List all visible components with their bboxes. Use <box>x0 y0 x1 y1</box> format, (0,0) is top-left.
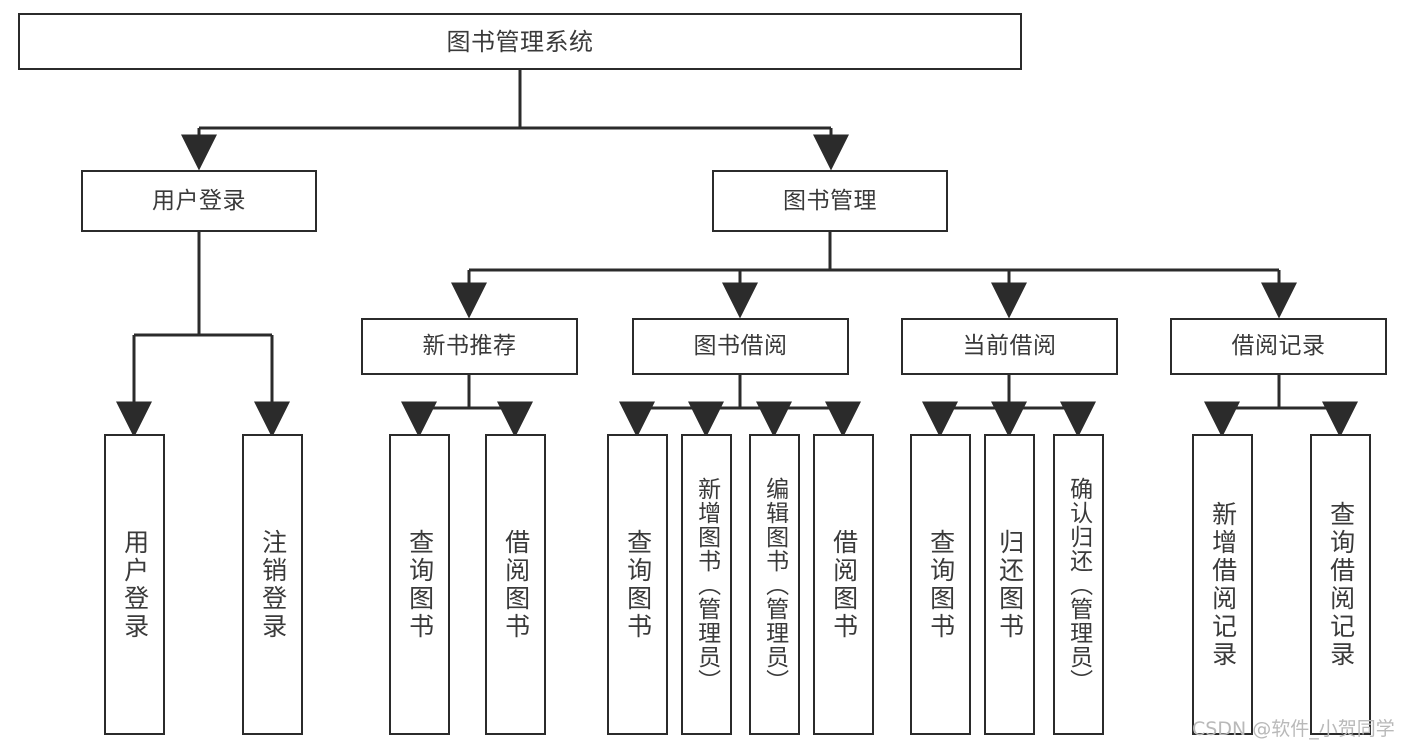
node-new-book-rec-label: 新书推荐 <box>422 333 517 359</box>
node-leaf-query-record-label: 查询借阅记录 <box>1326 500 1356 669</box>
node-book-manage-label: 图书管理 <box>783 187 877 214</box>
node-leaf-query-book-2-label: 查询图书 <box>623 528 653 641</box>
node-current-borrow[interactable]: 当前借阅 <box>901 318 1118 375</box>
node-user-login[interactable]: 用户登录 <box>81 170 317 232</box>
node-leaf-query-book-1-label: 查询图书 <box>405 528 435 641</box>
node-leaf-add-record-label: 新增借阅记录 <box>1208 500 1238 669</box>
node-leaf-edit-book-label: 编辑图书（管理员） <box>761 476 788 693</box>
node-leaf-query-book-3-label: 查询图书 <box>926 528 956 641</box>
node-leaf-return-book-label: 归还图书 <box>995 528 1025 641</box>
node-leaf-borrow-book-1-label: 借阅图书 <box>501 528 531 641</box>
node-leaf-return-book[interactable]: 归还图书 <box>984 434 1035 735</box>
node-leaf-edit-book[interactable]: 编辑图书（管理员） <box>749 434 800 735</box>
node-new-book-rec[interactable]: 新书推荐 <box>361 318 578 375</box>
node-leaf-borrow-book-1[interactable]: 借阅图书 <box>485 434 546 735</box>
node-leaf-borrow-book-2[interactable]: 借阅图书 <box>813 434 874 735</box>
node-root[interactable]: 图书管理系统 <box>18 13 1022 70</box>
node-user-login-label: 用户登录 <box>152 187 246 214</box>
node-leaf-query-book-1[interactable]: 查询图书 <box>389 434 450 735</box>
node-leaf-query-record[interactable]: 查询借阅记录 <box>1310 434 1371 735</box>
node-leaf-query-book-3[interactable]: 查询图书 <box>910 434 971 735</box>
node-leaf-logout[interactable]: 注销登录 <box>242 434 303 735</box>
node-current-borrow-label: 当前借阅 <box>962 333 1057 359</box>
node-leaf-confirm-return-label: 确认归还（管理员） <box>1065 476 1092 693</box>
node-book-manage[interactable]: 图书管理 <box>712 170 948 232</box>
node-leaf-confirm-return[interactable]: 确认归还（管理员） <box>1053 434 1104 735</box>
node-leaf-query-book-2[interactable]: 查询图书 <box>607 434 668 735</box>
node-leaf-add-record[interactable]: 新增借阅记录 <box>1192 434 1253 735</box>
node-borrow-record[interactable]: 借阅记录 <box>1170 318 1387 375</box>
node-leaf-borrow-book-2-label: 借阅图书 <box>829 528 859 641</box>
node-root-label: 图书管理系统 <box>446 27 594 56</box>
node-borrow-record-label: 借阅记录 <box>1231 333 1326 359</box>
node-leaf-add-book[interactable]: 新增图书（管理员） <box>681 434 732 735</box>
node-leaf-user-login[interactable]: 用户登录 <box>104 434 165 735</box>
node-book-borrow-label: 图书借阅 <box>693 333 788 359</box>
node-book-borrow[interactable]: 图书借阅 <box>632 318 849 375</box>
node-leaf-add-book-label: 新增图书（管理员） <box>693 476 720 693</box>
node-leaf-logout-label: 注销登录 <box>258 528 288 641</box>
node-leaf-user-login-label: 用户登录 <box>120 528 150 641</box>
